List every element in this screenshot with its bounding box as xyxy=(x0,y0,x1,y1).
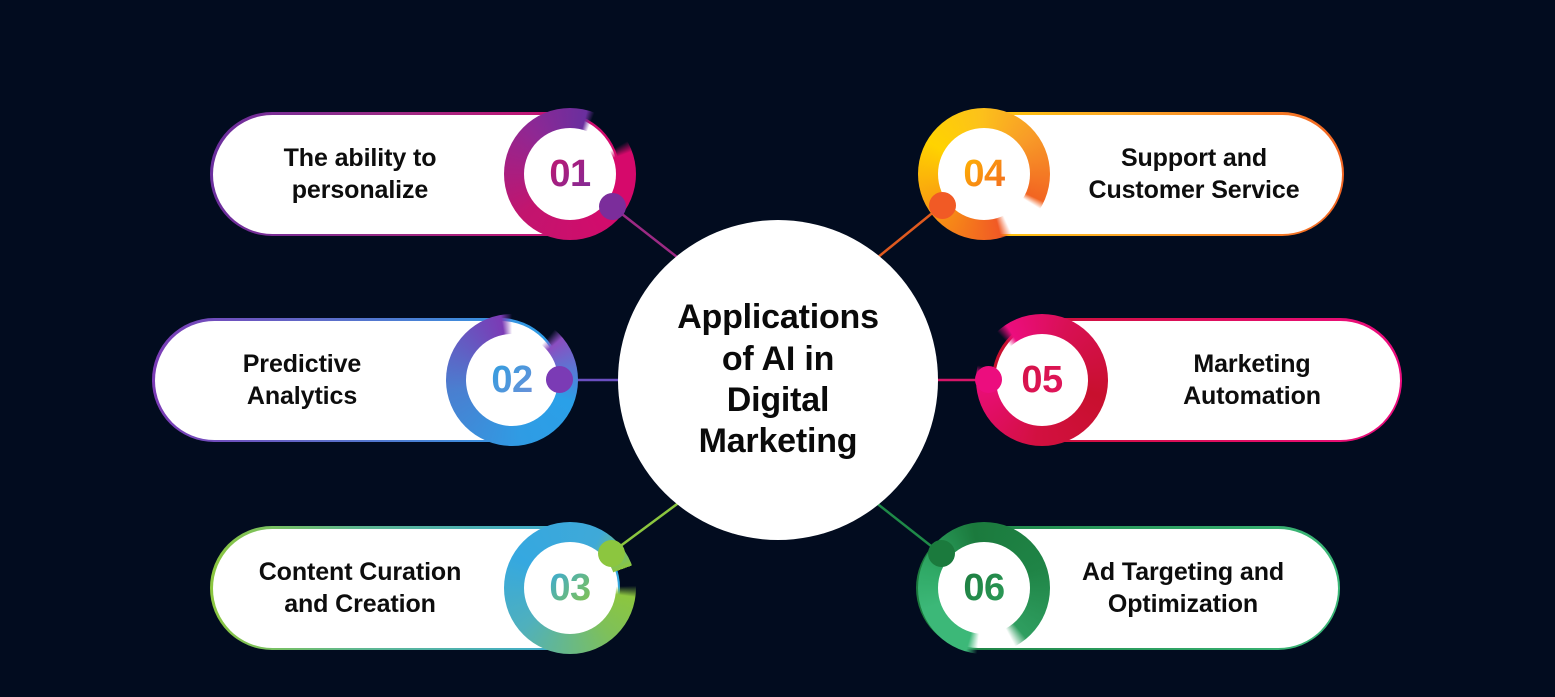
number-ring-01[interactable]: 01 xyxy=(504,108,636,240)
center-hub: Applications of AI in Digital Marketing xyxy=(618,220,938,540)
center-title: Applications of AI in Digital Marketing xyxy=(677,298,879,461)
number-ring-hole-05: 05 xyxy=(996,334,1088,426)
number-ring-hole-02: 02 xyxy=(466,334,558,426)
connector-dot-04 xyxy=(929,192,956,219)
connector-dot-02 xyxy=(546,366,573,393)
item-label-06: Ad Targeting and Optimization xyxy=(1081,558,1285,618)
item-label-03: Content Curation and Creation xyxy=(258,558,462,618)
connector-dot-06 xyxy=(928,540,955,567)
pill-02: Predictive Analytics xyxy=(152,318,562,442)
item-number-04: 04 xyxy=(963,152,1005,195)
connector-dot-05 xyxy=(975,366,1002,393)
item-label-05: Marketing Automation xyxy=(1183,350,1321,410)
item-number-05: 05 xyxy=(1021,358,1063,401)
item-number-02: 02 xyxy=(491,358,533,401)
item-number-01: 01 xyxy=(549,152,591,195)
node-02[interactable]: Predictive Analytics xyxy=(152,318,562,442)
item-number-06: 06 xyxy=(963,566,1005,609)
item-label-01: The ability to personalize xyxy=(283,144,437,204)
number-ring-06[interactable]: 06 xyxy=(918,522,1050,654)
connector-dot-01 xyxy=(599,193,626,220)
item-number-03: 03 xyxy=(549,566,591,609)
number-ring-04[interactable]: 04 xyxy=(918,108,1050,240)
number-ring-hole-06: 06 xyxy=(938,542,1030,634)
item-label-02: Predictive Analytics xyxy=(242,350,362,410)
item-label-04: Support and Customer Service xyxy=(1088,144,1300,204)
connector-dot-03 xyxy=(598,540,625,567)
